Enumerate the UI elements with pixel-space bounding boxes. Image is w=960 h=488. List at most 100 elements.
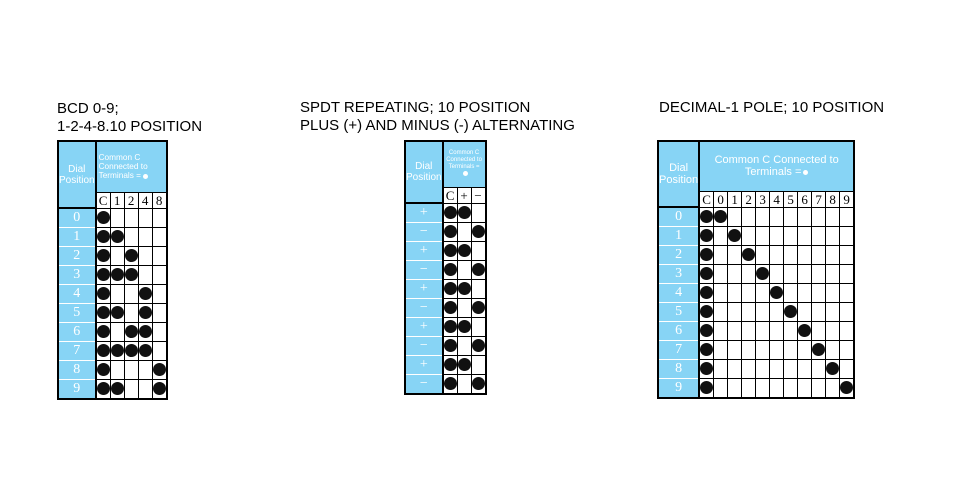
contact-cell xyxy=(456,335,472,356)
contact-cell xyxy=(741,339,757,360)
dial-position-label: 5 xyxy=(57,302,97,323)
dial-header-line: Dial xyxy=(415,161,433,172)
contact-cell xyxy=(755,206,771,227)
dial-position-label: 8 xyxy=(57,359,97,380)
contact-cell xyxy=(825,301,841,322)
contact-cell xyxy=(741,225,757,246)
contact-dot-icon xyxy=(700,342,714,356)
contact-cell xyxy=(769,301,785,322)
contact-cell xyxy=(95,359,111,380)
contact-cell xyxy=(698,263,715,284)
contact-cell xyxy=(727,320,743,341)
terminal-label: 6 xyxy=(797,190,813,208)
contact-cell xyxy=(698,206,715,227)
contact-cell xyxy=(713,282,729,303)
dial-position-label: 0 xyxy=(657,206,701,227)
contact-cell xyxy=(839,282,855,303)
terminal-label: 8 xyxy=(825,190,841,208)
table-row: − xyxy=(404,335,487,356)
dial-position-label: + xyxy=(404,316,444,337)
contact-dot-icon xyxy=(700,228,714,242)
dial-position-label: − xyxy=(404,221,444,242)
common-connected-header: Common C Connected to Terminals = xyxy=(95,140,168,193)
contact-cell xyxy=(151,226,168,247)
contact-dot-icon xyxy=(700,209,714,223)
contact-cell xyxy=(151,359,168,380)
contact-cell xyxy=(137,245,153,266)
terminal-label: 3 xyxy=(755,190,771,208)
contact-cell xyxy=(109,359,125,380)
contact-cell xyxy=(123,226,139,247)
contact-cell xyxy=(713,358,729,379)
contact-cell xyxy=(783,301,799,322)
contact-dot-icon xyxy=(728,228,742,242)
contact-cell xyxy=(109,340,125,361)
contact-cell xyxy=(727,282,743,303)
contact-cell xyxy=(727,301,743,322)
contact-dot-icon xyxy=(124,267,138,281)
terminal-label: 9 xyxy=(839,190,855,208)
contact-cell xyxy=(727,263,743,284)
contact-cell xyxy=(442,221,458,242)
table-row: 3 xyxy=(657,263,855,284)
contact-cell xyxy=(470,278,487,299)
contact-cell xyxy=(442,297,458,318)
contact-cell xyxy=(713,320,729,341)
contact-cell xyxy=(727,244,743,265)
contact-cell xyxy=(755,263,771,284)
contact-cell xyxy=(797,339,813,360)
contact-cell xyxy=(151,207,168,228)
contact-cell xyxy=(811,377,827,398)
contact-cell xyxy=(713,339,729,360)
dial-position-label: 1 xyxy=(57,226,97,247)
terminal-label: C xyxy=(94,191,111,209)
dial-position-label: − xyxy=(404,335,444,356)
contact-cell xyxy=(783,244,799,265)
contact-cell xyxy=(470,240,487,261)
contact-cell xyxy=(783,377,799,398)
contact-dot-icon xyxy=(110,381,124,395)
contact-cell xyxy=(811,282,827,303)
contact-cell xyxy=(109,226,125,247)
contact-cell xyxy=(797,244,813,265)
contact-cell xyxy=(755,225,771,246)
contact-dot-icon xyxy=(784,304,798,318)
terminal-label: 0 xyxy=(713,190,729,208)
contact-cell xyxy=(123,245,139,266)
contact-dot-icon xyxy=(798,323,812,337)
legend-dot-icon xyxy=(803,169,809,175)
contact-dot-icon xyxy=(457,319,471,333)
contact-cell xyxy=(825,339,841,360)
contact-cell xyxy=(123,378,139,399)
contact-dot-icon xyxy=(471,262,485,276)
contact-dot-icon xyxy=(457,357,471,371)
contact-dot-icon xyxy=(471,300,485,314)
contact-dot-icon xyxy=(110,229,124,243)
dial-position-label: − xyxy=(404,297,444,318)
terminal-label: 1 xyxy=(109,191,125,209)
contact-dot-icon xyxy=(124,248,138,262)
contact-cell xyxy=(698,358,715,379)
contact-dot-icon xyxy=(700,361,714,375)
contact-cell xyxy=(839,358,855,379)
contact-cell xyxy=(797,225,813,246)
contact-cell xyxy=(442,202,458,223)
dial-position-label: + xyxy=(404,240,444,261)
contact-cell xyxy=(839,377,855,398)
contact-cell xyxy=(755,320,771,341)
contact-cell xyxy=(151,378,168,399)
contact-cell xyxy=(151,340,168,361)
contact-dot-icon xyxy=(96,324,110,338)
contact-dot-icon xyxy=(110,267,124,281)
contact-dot-icon xyxy=(714,209,728,223)
contact-cell xyxy=(109,321,125,342)
dial-header-line: Dial xyxy=(68,163,86,175)
contact-cell xyxy=(769,339,785,360)
table-row: 7 xyxy=(57,340,168,361)
contact-cell xyxy=(95,378,111,399)
spdt-title: SPDT REPEATING; 10 POSITION PLUS (+) AND… xyxy=(300,99,575,134)
contact-cell xyxy=(470,202,487,223)
contact-cell xyxy=(137,359,153,380)
table-row: 5 xyxy=(657,301,855,322)
